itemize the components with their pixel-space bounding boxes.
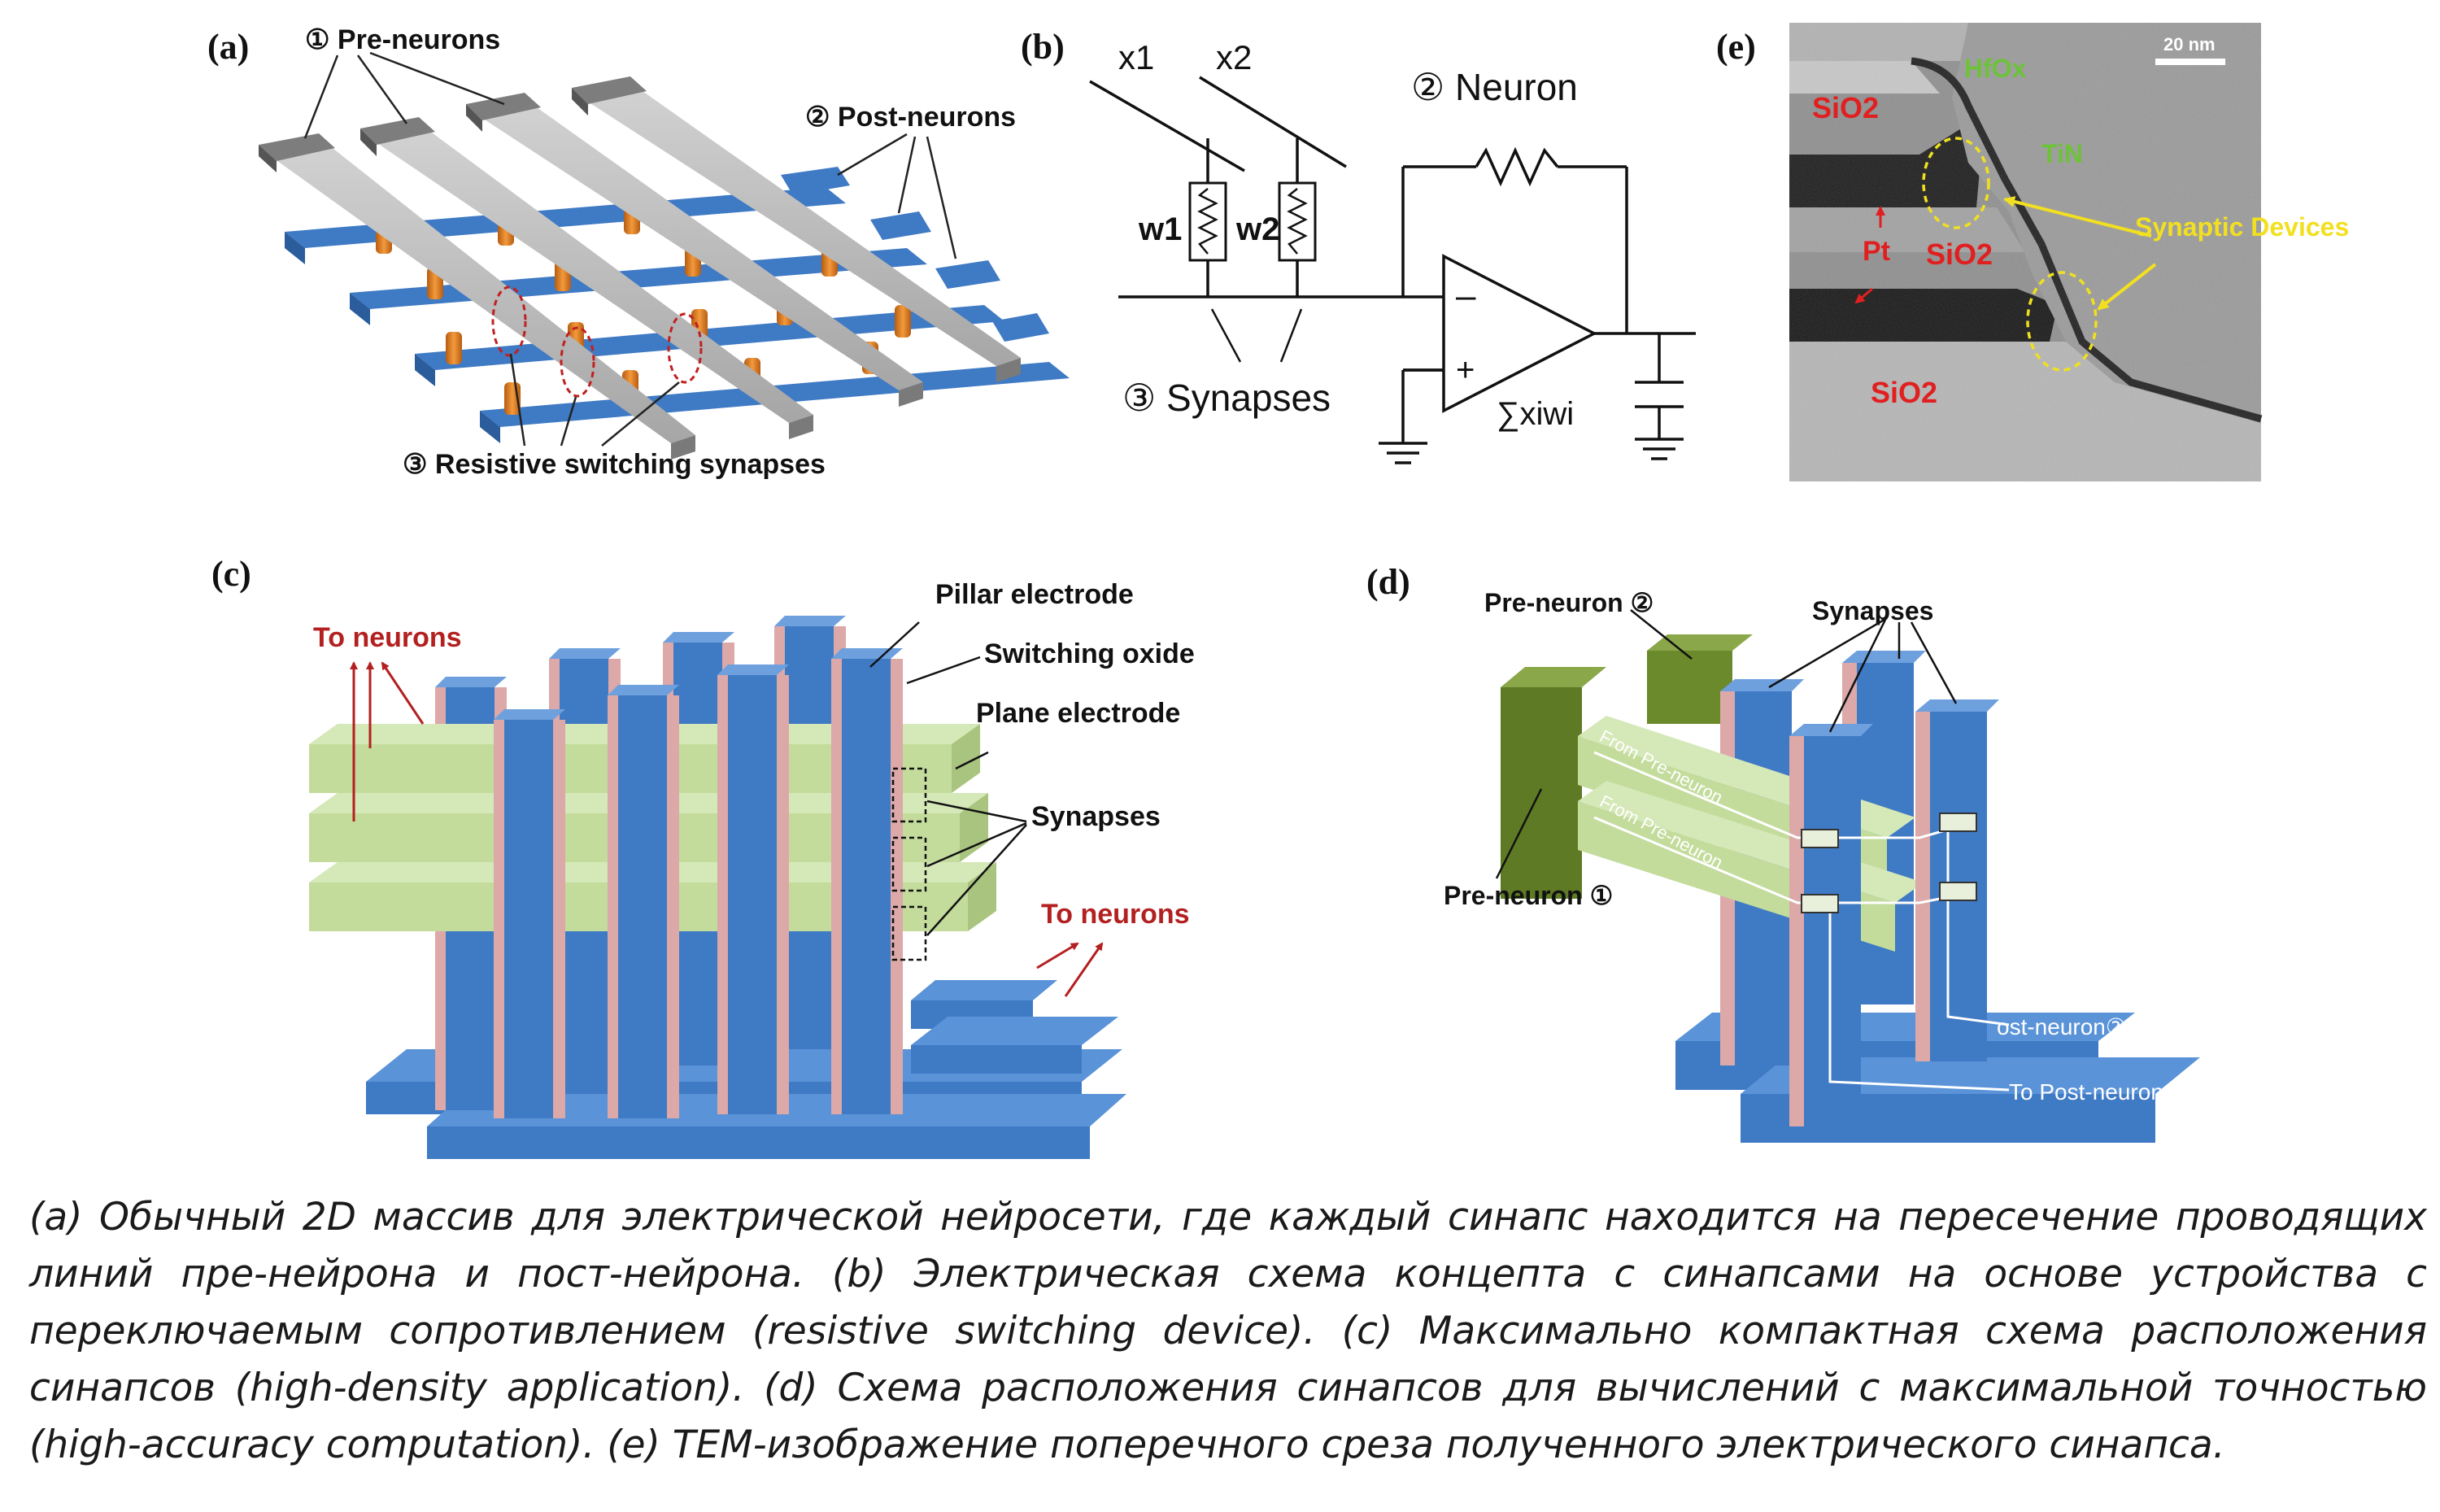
label-sio2-top: SiO2 [1812,91,1879,124]
label-plane-electrode: Plane electrode [976,698,1180,729]
synapse-highlight-upper [1922,137,1990,229]
label-synaptic-devices-text: Synaptic Devices [2135,212,2349,242]
label-post-neuron-2: ost-neuron② [1997,1014,2126,1039]
tem-image [1789,23,2263,481]
label-x1: x1 [1118,38,1154,76]
op-amp-minus: – [1456,276,1476,316]
d-front-pillars [1789,699,1999,1126]
scale-bar-label: 20 nm [2163,34,2216,54]
label-pt: Pt [1863,236,1890,267]
label-synapses-c: Synapses [1031,801,1161,832]
pre-neuron-blocks [1501,634,1753,899]
label-sio2-mid: SiO2 [1926,237,1993,271]
panel-c-leaders [869,621,1027,936]
ground-symbols [1379,381,1684,464]
synapse-arrows [2003,196,2157,311]
synapse-device-2 [1278,181,1317,262]
highlighted-synapses [491,285,703,398]
label-sum: ∑xiwi [1497,396,1574,432]
label-x2: x2 [1216,38,1252,76]
panel-a-leaders [303,51,957,447]
pt-arrows [1854,206,1885,304]
panel-a: (a) [207,24,1070,480]
panel-b-letter: (b) [1021,27,1065,67]
label-hfox: HfOx [1964,54,2027,83]
panel-d-leaders [1495,609,1958,879]
label-resistive-synapses: ③ Resistive switching synapses [403,449,826,480]
panel-a-letter: (a) [207,27,249,67]
label-neuron: ② Neuron [1411,66,1578,108]
label-synapses-d: Synapses [1812,596,1933,625]
figure-caption: (a) Обычный 2D массив для электрической … [29,1195,2427,1467]
label-pre-neuron-2: Pre-neuron ② [1484,588,1654,617]
d-synapse-devices [1801,813,1977,913]
label-pre-neurons: ① Pre-neurons [305,24,500,55]
label-sio2-bottom: SiO2 [1871,376,1937,409]
panel-c-letter: (c) [211,554,251,594]
label-switching-oxide: Switching oxide [984,638,1195,669]
panel-e-letter: (e) [1716,27,1756,67]
label-post-neuron-1: To Post-neuron ① [2009,1079,2190,1105]
synapse-boxes [891,767,927,961]
panel-d-letter: (d) [1366,562,1410,602]
panel-b-leaders [1210,308,1303,363]
panel-c: (c) [211,554,1195,1159]
pre-neuron-bars [259,76,1021,460]
label-synaptic-devices: Synaptic Devices [2135,212,2349,242]
panel-d: (d) [1366,562,2200,1143]
synapse-device-1 [1188,181,1227,262]
label-to-neurons-top: To neurons [313,622,462,653]
label-to-neurons-right: To neurons [1041,899,1190,930]
label-pillar-electrode: Pillar electrode [935,579,1134,610]
panel-b: (b) [1021,27,1696,464]
label-synapses-b: ③ Synapses [1122,377,1331,419]
label-post-neurons: ② Post-neurons [805,102,1016,133]
label-pre-neuron-1: Pre-neuron ① [1444,881,1613,910]
front-pillars [494,648,903,1118]
label-tin: TiN [2041,139,2083,168]
panel-e: (e) 20 nm [1716,23,2349,481]
op-amp [1442,254,1597,413]
to-neurons-arrows [350,661,1104,997]
synapse-highlight-lower [2026,271,2098,372]
label-w2: w2 [1235,211,1279,247]
feedback-resistor [1475,146,1559,187]
label-w1: w1 [1138,211,1182,247]
circuit-wires [1089,76,1696,443]
op-amp-plus: + [1456,352,1475,388]
